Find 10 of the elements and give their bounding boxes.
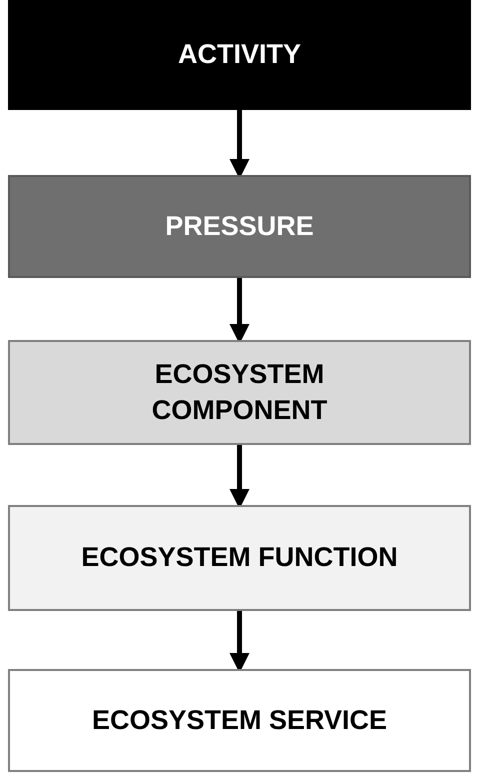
box-label: PRESSURE	[164, 210, 315, 243]
process-box	[8, 0, 471, 110]
process-box	[8, 669, 471, 772]
box-label: ECOSYSTEM FUNCTION	[80, 541, 399, 574]
process-box	[8, 175, 471, 278]
process-box	[8, 340, 471, 445]
box-label: ACTIVITY	[176, 38, 302, 72]
box-label: ECOSYSTEM SERVICE	[90, 704, 388, 737]
process-box	[8, 505, 471, 611]
box-label: ECOSYSTEM COMPONENT	[150, 358, 328, 426]
